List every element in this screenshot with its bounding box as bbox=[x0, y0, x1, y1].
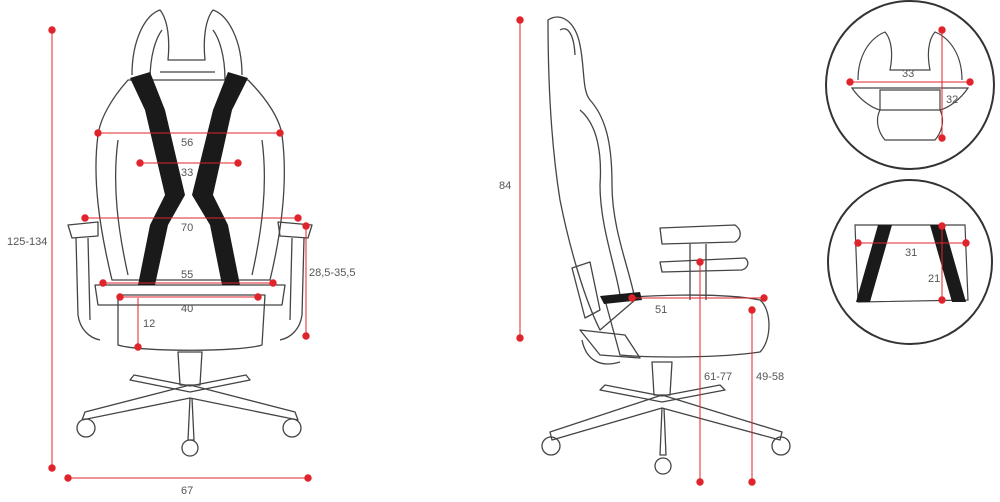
side-backrest bbox=[547, 16, 636, 331]
lumbar-stripe-left bbox=[856, 225, 892, 302]
front-headrest bbox=[131, 9, 243, 76]
label-seat-depth: 51 bbox=[655, 304, 667, 316]
dim-dot bbox=[99, 279, 107, 287]
side-labels: 84 51 61-77 49-58 bbox=[499, 180, 784, 383]
front-caster-left bbox=[76, 418, 96, 438]
dim-dot bbox=[938, 296, 946, 304]
dim-dot bbox=[81, 214, 89, 222]
front-labels: 125-134 67 56 33 70 55 40 12 28,5-35,5 bbox=[7, 137, 355, 497]
headrest-detail-body bbox=[850, 87, 970, 141]
dim-dot bbox=[696, 478, 704, 486]
headrest-detail: 33 32 bbox=[825, 0, 995, 170]
side-dimensions bbox=[516, 16, 768, 486]
headrest-detail-circle bbox=[825, 0, 995, 170]
side-seat-bottom bbox=[579, 329, 641, 365]
label-shoulder-width: 56 bbox=[181, 137, 193, 149]
front-backrest bbox=[95, 79, 285, 281]
dim-dot bbox=[304, 474, 312, 482]
dim-dot bbox=[748, 478, 756, 486]
label-upper-back-width: 33 bbox=[181, 167, 193, 179]
dim-dot bbox=[938, 134, 946, 142]
headrest-detail-wings bbox=[857, 31, 963, 81]
front-view bbox=[67, 9, 313, 457]
dim-dot bbox=[962, 239, 970, 247]
label-base-width: 67 bbox=[181, 485, 193, 497]
label-lumbar-width: 31 bbox=[905, 247, 917, 259]
dim-dot bbox=[254, 293, 262, 301]
front-stripe-right bbox=[192, 72, 248, 285]
dim-dot bbox=[516, 334, 524, 342]
side-view bbox=[541, 16, 791, 475]
label-seat-back-width: 55 bbox=[181, 269, 193, 281]
front-armrest-left bbox=[67, 221, 101, 341]
label-lumbar-height: 21 bbox=[928, 273, 940, 285]
dim-dot bbox=[294, 214, 302, 222]
dim-dot bbox=[48, 26, 56, 34]
dim-dot bbox=[94, 129, 102, 137]
label-armrest-floor-height: 61-77 bbox=[704, 371, 732, 383]
label-headrest-width: 33 bbox=[902, 68, 914, 80]
label-seat-thickness: 12 bbox=[143, 318, 155, 330]
dim-dot bbox=[760, 294, 768, 302]
front-armrest-right bbox=[277, 221, 313, 341]
dim-dot bbox=[116, 293, 124, 301]
front-stripe-left bbox=[130, 72, 185, 285]
lumbar-detail-cushion bbox=[854, 224, 969, 303]
front-caster-center bbox=[181, 439, 199, 457]
dim-dot bbox=[269, 279, 277, 287]
label-seat-width: 40 bbox=[181, 303, 193, 315]
dim-dot bbox=[302, 222, 310, 230]
dim-dot bbox=[748, 306, 756, 314]
front-stripes bbox=[130, 72, 248, 285]
dim-dot bbox=[516, 16, 524, 24]
label-headrest-height: 32 bbox=[946, 94, 958, 106]
headrest-detail-pad bbox=[879, 89, 941, 111]
dim-dot bbox=[234, 159, 242, 167]
front-caster-right bbox=[282, 418, 302, 438]
lumbar-detail-circle bbox=[827, 179, 993, 345]
dim-dot bbox=[966, 78, 974, 86]
side-gas-lift bbox=[651, 361, 673, 396]
side-caster-center bbox=[654, 457, 672, 475]
side-base bbox=[549, 384, 783, 456]
dim-dot bbox=[938, 26, 946, 34]
side-caster-left bbox=[541, 436, 561, 456]
side-armrest-lower bbox=[659, 244, 749, 300]
front-dimensions bbox=[48, 26, 312, 482]
label-armrest-height: 28,5-35,5 bbox=[309, 267, 355, 279]
label-backrest-height: 84 bbox=[499, 180, 511, 192]
dim-dot bbox=[846, 78, 854, 86]
dim-dot bbox=[134, 343, 142, 351]
front-headrest-inner bbox=[149, 29, 226, 81]
side-seat bbox=[604, 294, 770, 358]
dim-dot bbox=[938, 222, 946, 230]
side-backrest-inner bbox=[559, 28, 621, 296]
label-seat-floor-height: 49-58 bbox=[756, 371, 784, 383]
dim-dot bbox=[136, 159, 144, 167]
label-total-height: 125-134 bbox=[7, 236, 47, 248]
front-seat-cushion bbox=[117, 294, 266, 351]
front-gas-lift bbox=[177, 351, 203, 386]
side-armrest-pad bbox=[659, 224, 741, 245]
dim-dot bbox=[64, 474, 72, 482]
dim-dot bbox=[854, 239, 862, 247]
side-lumbar-strap bbox=[571, 261, 601, 319]
dim-dot bbox=[276, 129, 284, 137]
front-base bbox=[81, 374, 299, 441]
dim-dot bbox=[302, 332, 310, 340]
dim-dot bbox=[628, 294, 636, 302]
front-seat bbox=[94, 284, 286, 306]
lumbar-stripe-right bbox=[930, 225, 966, 302]
dim-dot bbox=[696, 258, 704, 266]
dim-dot bbox=[48, 464, 56, 472]
front-backrest-inner bbox=[114, 139, 266, 276]
label-armrest-span: 70 bbox=[181, 222, 193, 234]
lumbar-detail: 31 21 bbox=[827, 179, 993, 345]
side-caster-right bbox=[771, 436, 791, 456]
